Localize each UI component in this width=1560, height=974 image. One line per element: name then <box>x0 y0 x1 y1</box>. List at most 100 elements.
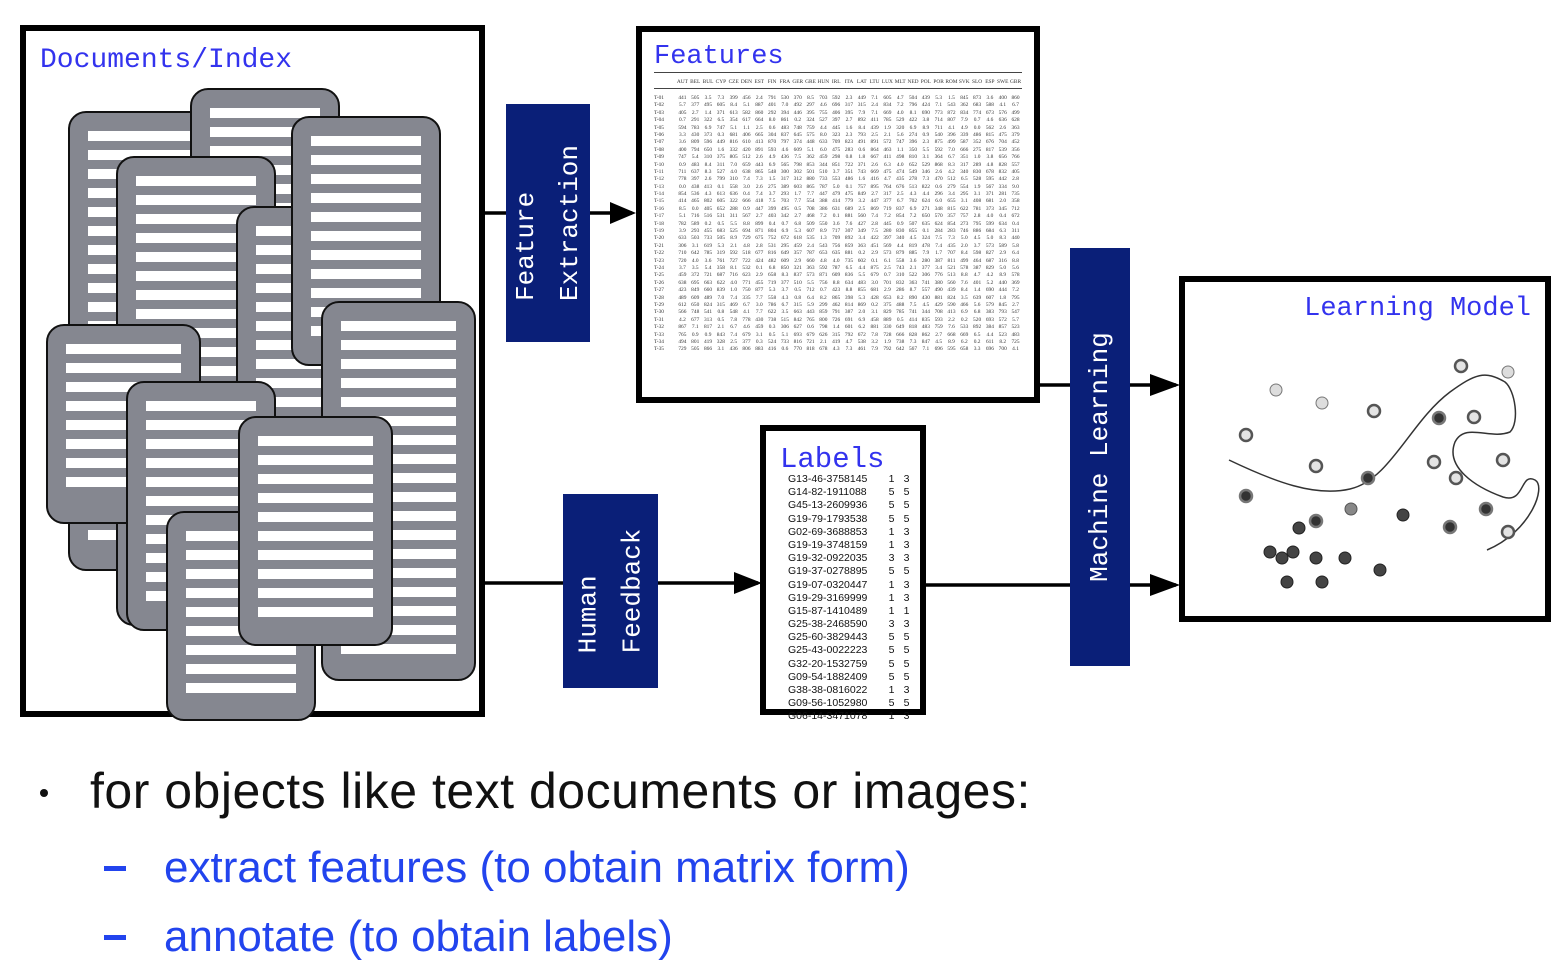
data-point <box>1292 521 1306 535</box>
data-point <box>1238 427 1254 443</box>
data-point <box>1431 410 1447 426</box>
feature-column-header: IRL <box>831 79 841 85</box>
human-feedback-step: Human Feedback <box>563 494 658 688</box>
data-point <box>1373 563 1387 577</box>
data-point <box>1338 551 1352 565</box>
feature-column-header: BUL <box>702 79 714 85</box>
dash-icon <box>104 865 126 871</box>
label-id: G32-20-1532759 <box>788 657 868 670</box>
data-point <box>1344 502 1358 516</box>
bullet-sub-2-text: annotate (to obtain labels) <box>164 912 673 961</box>
label-value: 5 <box>903 644 910 657</box>
bullet-sub-1-text: extract features (to obtain matrix form) <box>164 843 910 892</box>
data-point <box>1309 551 1323 565</box>
label-value: 5 <box>903 499 910 512</box>
feature-column-header: CYP <box>715 79 727 85</box>
label-id: G09-56-1052980 <box>788 697 868 710</box>
data-point <box>1448 470 1464 486</box>
label-value: 1 <box>903 604 910 617</box>
arrowhead-model-top <box>1150 374 1180 396</box>
label-value: 5 <box>903 657 910 670</box>
feature-column-header: GRE <box>805 79 816 85</box>
label-value: 5 <box>888 697 895 710</box>
feature-column-header: FRA <box>779 79 791 85</box>
label-id: G38-38-0816022 <box>788 684 868 696</box>
machine-learning-step: Machine Learning <box>1070 248 1130 666</box>
label-value: 1 <box>888 578 895 591</box>
human-feedback-label-1: Human <box>573 575 604 654</box>
feature-column-header: LAT <box>856 79 867 85</box>
arrowhead-features <box>610 202 636 224</box>
label-value: 5 <box>888 512 895 525</box>
label-id: G25-38-2468590 <box>788 618 868 631</box>
learning-model-panel: Learning Model <box>1179 276 1551 622</box>
feature-extraction-label-1: Feature <box>511 191 541 302</box>
learning-model-title: Learning Model <box>1304 294 1531 324</box>
documents-panel: Documents/Index <box>20 25 485 721</box>
data-point <box>1360 470 1376 486</box>
label-value: 1 <box>888 538 895 551</box>
label-value: 1 <box>888 591 895 604</box>
data-point <box>1478 501 1494 517</box>
label-id: G09-54-1882409 <box>788 670 868 683</box>
label-id: G19-29-3169999 <box>788 591 868 604</box>
label-value: 1 <box>888 684 895 696</box>
data-point <box>1500 524 1516 540</box>
label-id: G02-69-3688853 <box>788 525 868 538</box>
label-value: 5 <box>888 631 895 644</box>
label-value: 1 <box>888 710 895 723</box>
data-point <box>1315 396 1329 410</box>
bullet-sub-2: annotate (to obtain labels) <box>104 912 673 962</box>
label-value: 5 <box>888 670 895 683</box>
bullet-dot-icon <box>40 788 48 797</box>
label-id: G13-46-3758145 <box>788 473 868 485</box>
feature-column-header: GER <box>792 79 804 85</box>
data-point <box>1315 575 1329 589</box>
feature-column-header: AUT <box>676 79 688 85</box>
label-value: 5 <box>903 486 910 499</box>
label-id: G25-60-3829443 <box>788 631 868 644</box>
human-feedback-label-2: Feedback <box>617 528 648 654</box>
label-id: G19-07-0320447 <box>788 578 868 591</box>
data-point <box>1466 409 1482 425</box>
feature-column-header: NED <box>907 79 919 85</box>
dash-icon <box>104 934 126 940</box>
label-id: G25-43-0022223 <box>788 644 868 657</box>
data-point <box>1495 452 1511 468</box>
label-id: G15-87-1410489 <box>788 604 868 617</box>
decision-boundary <box>1228 374 1540 551</box>
feature-column-header: EST <box>754 79 765 85</box>
